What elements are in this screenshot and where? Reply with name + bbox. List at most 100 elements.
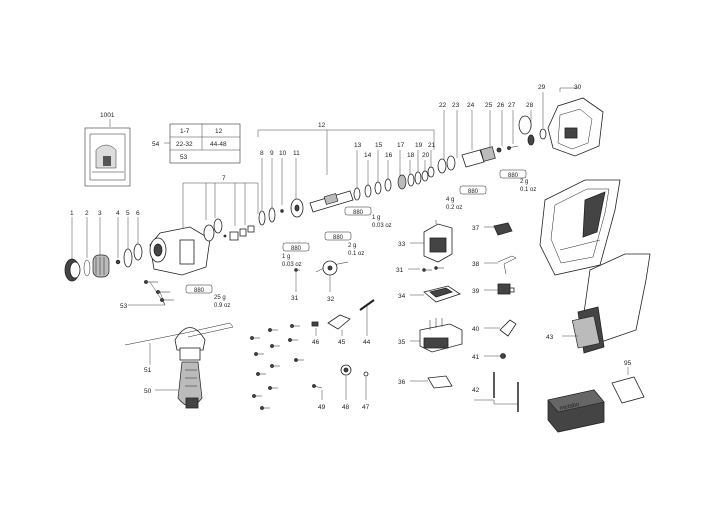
bracket-12: 12 — [257, 122, 435, 175]
qty-1g-mid: 1 g — [282, 254, 290, 260]
label-46: 46 — [312, 339, 320, 346]
qty-25g: 25 g — [214, 295, 226, 301]
grease-tubes-middle: 880 1 g 0.03 oz 880 2 g 0.1 oz — [282, 231, 364, 268]
label-40: 40 — [472, 326, 480, 333]
label-41: 41 — [472, 354, 480, 361]
small-parts: 45 46 44 48 47 49 — [311, 299, 375, 411]
qty-0-1oz-upper: 0.1 oz — [520, 187, 536, 193]
label-26: 26 — [497, 102, 505, 109]
grease-tube-4-label: 880 — [291, 246, 302, 252]
label-28: 28 — [526, 102, 534, 109]
label-30: 30 — [574, 84, 582, 91]
label-32: 32 — [327, 296, 335, 303]
armature-32: 32 31 — [291, 260, 349, 303]
label-19: 19 — [415, 142, 423, 149]
label-34: 34 — [398, 293, 406, 300]
grease-tube-4g: 880 4 g 0.2 oz — [446, 185, 487, 211]
label-21: 21 — [428, 142, 436, 149]
battery-pack: metabo — [547, 389, 605, 433]
label-50: 50 — [144, 388, 152, 395]
grease-tube-1-label: 880 — [468, 189, 479, 195]
label-49: 49 — [318, 404, 326, 411]
label-23: 23 — [452, 102, 460, 109]
qty-0-9oz: 0.9 oz — [214, 303, 230, 309]
label-53: 53 — [120, 303, 128, 310]
qty-2g-mid: 2 g — [348, 243, 356, 249]
label-31b: 31 — [396, 267, 404, 274]
label-18: 18 — [407, 152, 415, 159]
label-37: 37 — [472, 225, 480, 232]
impact-mechanism: 22 23 24 — [437, 102, 496, 174]
housing-43: 43 — [546, 253, 651, 354]
piston-assembly: 8 9 10 11 13 14 15 16 17 18 19 20 21 — [258, 142, 436, 226]
label-8: 8 — [260, 150, 264, 157]
label-16: 16 — [385, 152, 393, 159]
label-10: 10 — [279, 150, 287, 157]
label-27: 27 — [508, 102, 516, 109]
label-38: 38 — [472, 261, 480, 268]
label-31a: 31 — [291, 295, 299, 302]
screw-scatter — [250, 324, 304, 410]
label-4: 4 — [116, 210, 120, 217]
battery-brand: metabo — [559, 402, 580, 412]
grease-tube-5-label: 880 — [333, 235, 344, 241]
label-3: 3 — [98, 210, 102, 217]
motor-side-parts: 25 26 27 28 29 — [485, 84, 547, 153]
label-1001: 1001 — [100, 112, 115, 119]
label-44: 44 — [363, 339, 371, 346]
label-12: 12 — [318, 122, 326, 129]
label-7: 7 — [222, 175, 226, 182]
label-29: 29 — [538, 84, 546, 91]
label-14: 14 — [364, 152, 372, 159]
kit-table: 54 1-7 12 22-32 44-48 53 — [152, 123, 241, 164]
label-33: 33 — [398, 241, 406, 248]
grease-tube-2-label: 880 — [508, 173, 519, 179]
label-25: 25 — [485, 102, 493, 109]
label-2: 2 — [85, 210, 89, 217]
kit-table-r1c2: 12 — [215, 128, 223, 135]
gear-housing — [149, 218, 255, 276]
label-9: 9 — [270, 150, 274, 157]
label-15: 15 — [375, 142, 383, 149]
grease-tube-6-label: 880 — [194, 288, 205, 294]
label-43: 43 — [546, 334, 554, 341]
part-95: 95 — [611, 360, 645, 404]
kit-table-r2c1: 22-32 — [176, 141, 193, 148]
center-column: 33 31 34 35 36 — [396, 220, 463, 389]
kit-table-r3c1: 53 — [180, 154, 188, 161]
label-20: 20 — [422, 152, 430, 159]
label-47: 47 — [362, 404, 370, 411]
label-35: 35 — [398, 339, 406, 346]
qty-0-03oz-mid: 0.03 oz — [282, 262, 302, 268]
label-42: 42 — [472, 387, 480, 394]
qty-2g-upper: 2 g — [520, 179, 528, 185]
label-24: 24 — [467, 102, 475, 109]
label-17: 17 — [397, 142, 405, 149]
qty-1g-upper: 1 g — [372, 215, 380, 221]
grease-tube-3-label: 880 — [353, 210, 364, 216]
label-48: 48 — [342, 404, 350, 411]
grease-tube-25g: 880 25 g 0.9 oz — [185, 284, 230, 309]
label-39: 39 — [472, 288, 480, 295]
label-11: 11 — [293, 150, 300, 157]
screws-53: 53 — [120, 280, 174, 310]
qty-0-2oz: 0.2 oz — [446, 205, 462, 211]
qty-0-1oz-mid: 0.1 oz — [348, 251, 364, 257]
grease-tube-2g-upper: 880 2 g 0.1 oz — [499, 169, 536, 193]
label-51: 51 — [144, 367, 152, 374]
label-1: 1 — [70, 210, 74, 217]
kit-table-r1c1: 1-7 — [180, 128, 190, 135]
label-45: 45 — [338, 339, 346, 346]
qty-0-03oz-upper: 0.03 oz — [372, 223, 392, 229]
grease-tube-1g-upper: 880 1 g 0.03 oz — [344, 206, 392, 229]
front-assembly: 1 2 3 4 5 6 — [64, 210, 143, 282]
side-handle: 50 51 — [124, 322, 234, 409]
part-1001-diagram-card: 1001 — [84, 112, 131, 187]
label-5: 5 — [126, 210, 130, 217]
label-95: 95 — [624, 360, 632, 367]
label-36: 36 — [398, 379, 406, 386]
label-13: 13 — [354, 142, 362, 149]
label-22: 22 — [439, 102, 447, 109]
motor-housing-30: 30 — [547, 84, 604, 157]
kit-table-r2c2: 44-48 — [210, 141, 227, 148]
